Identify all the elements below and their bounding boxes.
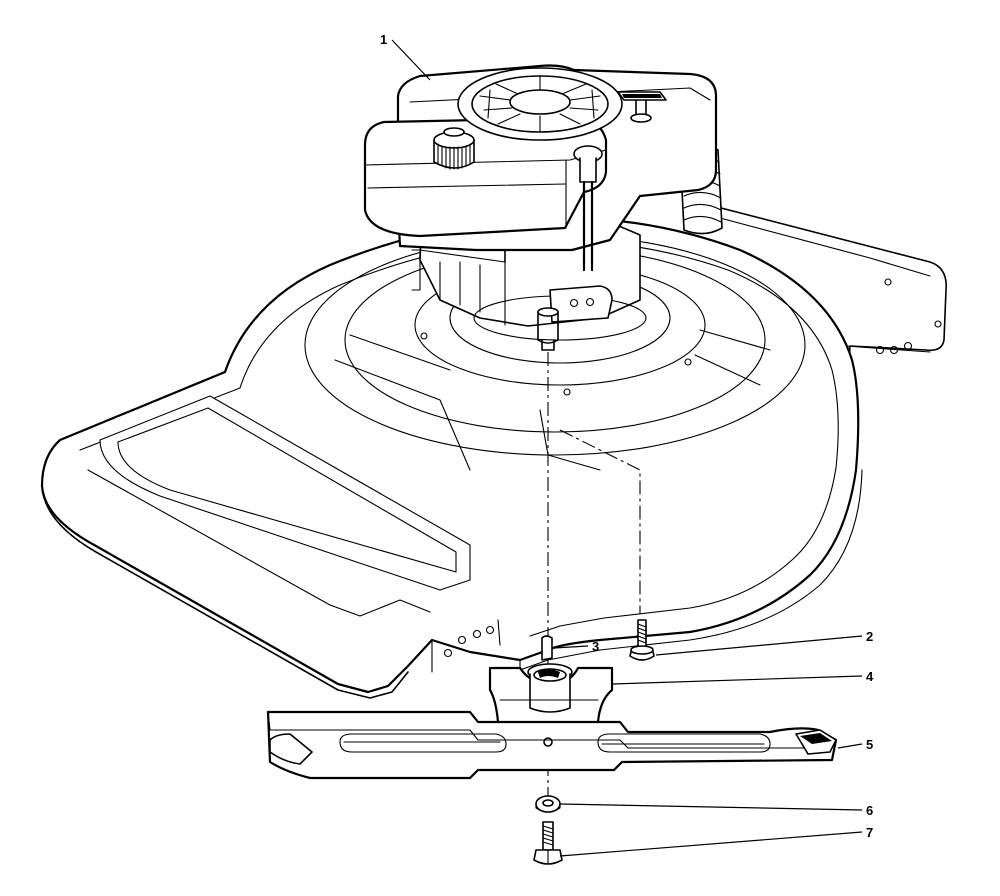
callout-6: 6 (866, 803, 873, 818)
throttle-knob (573, 145, 603, 272)
callout-1: 1 (380, 32, 387, 47)
blade-key (541, 635, 553, 661)
deck-front-holes (443, 625, 495, 658)
control-linkage (537, 285, 613, 344)
engine (363, 64, 723, 351)
callout-5: 5 (866, 737, 873, 752)
callout-2: 2 (866, 629, 873, 644)
deck-mounting-bolt (629, 619, 655, 661)
callout-3: 3 (592, 639, 599, 654)
blade-washer (535, 795, 561, 813)
blade-bolt (533, 821, 563, 865)
callout-labels: 1 2 3 4 5 6 7 (380, 32, 874, 840)
callout-leaders (391, 39, 863, 857)
blade-adapter (476, 663, 620, 730)
engine-handle (617, 91, 667, 123)
mower-blade (266, 710, 838, 780)
fuel-cap (433, 127, 475, 170)
callout-4: 4 (866, 669, 874, 684)
recoil-starter-grille (457, 67, 623, 141)
callout-7: 7 (866, 825, 873, 840)
